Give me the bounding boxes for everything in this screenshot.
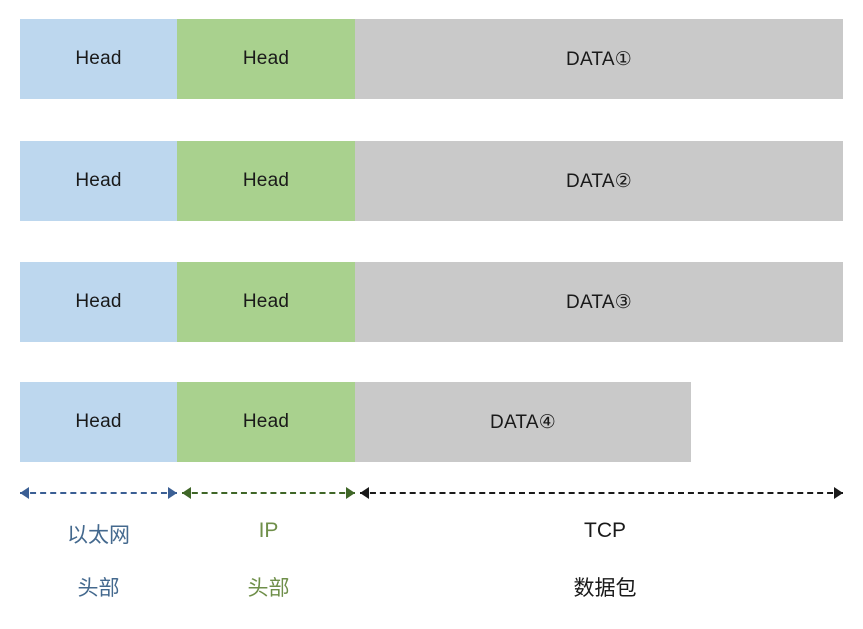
ethernet-header-segment: Head: [20, 262, 177, 342]
arrow-head-left-icon: [20, 487, 29, 499]
ethernet-header-label: Head: [75, 291, 122, 312]
arrow-head-right-icon: [346, 487, 355, 499]
packet-row: Head Head DATA②: [20, 141, 843, 221]
ethernet-span-arrow: [20, 486, 177, 500]
arrow-line: [360, 492, 843, 494]
ethernet-header-label: Head: [75, 411, 122, 432]
arrow-head-right-icon: [168, 487, 177, 499]
arrow-head-right-icon: [834, 487, 843, 499]
arrow-line: [20, 492, 177, 494]
data-segment: DATA④: [355, 382, 691, 462]
ethernet-legend-line1: 以太网: [67, 524, 130, 547]
packet-row: Head Head DATA④: [20, 382, 691, 462]
arrow-head-left-icon: [360, 487, 369, 499]
data-segment-label: DATA①: [566, 48, 632, 70]
ethernet-legend-line2: 头部: [77, 577, 120, 600]
ip-header-segment: Head: [177, 262, 355, 342]
ethernet-header-label: Head: [75, 170, 122, 191]
packet-row: Head Head DATA①: [20, 19, 843, 99]
ethernet-header-segment: Head: [20, 382, 177, 462]
tcp-span-arrow: [360, 486, 843, 500]
data-segment: DATA③: [355, 262, 843, 342]
data-segment: DATA①: [355, 19, 843, 99]
ip-header-label: Head: [242, 411, 290, 432]
ip-legend-line1: IP: [258, 519, 279, 542]
data-segment-label: DATA②: [566, 170, 632, 192]
data-segment-label: DATA③: [566, 291, 632, 313]
tcp-legend-line2: 数据包: [573, 577, 637, 600]
tcp-legend-line1: TCP: [584, 519, 626, 542]
ip-legend-line2: 头部: [247, 577, 290, 600]
arrow-line: [182, 492, 355, 494]
packet-row: Head Head DATA③: [20, 262, 843, 342]
ethernet-header-segment: Head: [20, 141, 177, 221]
data-segment-label: DATA④: [490, 411, 556, 433]
ip-header-label: Head: [242, 291, 290, 312]
ip-span-arrow: [182, 486, 355, 500]
ip-header-segment: Head: [177, 19, 355, 99]
arrow-head-left-icon: [182, 487, 191, 499]
ip-header-label: Head: [242, 170, 290, 191]
ethernet-header-segment: Head: [20, 19, 177, 99]
ethernet-header-label: Head: [75, 48, 122, 69]
ip-header-segment: Head: [177, 382, 355, 462]
data-segment: DATA②: [355, 141, 843, 221]
ip-header-label: Head: [242, 48, 290, 69]
ip-header-segment: Head: [177, 141, 355, 221]
